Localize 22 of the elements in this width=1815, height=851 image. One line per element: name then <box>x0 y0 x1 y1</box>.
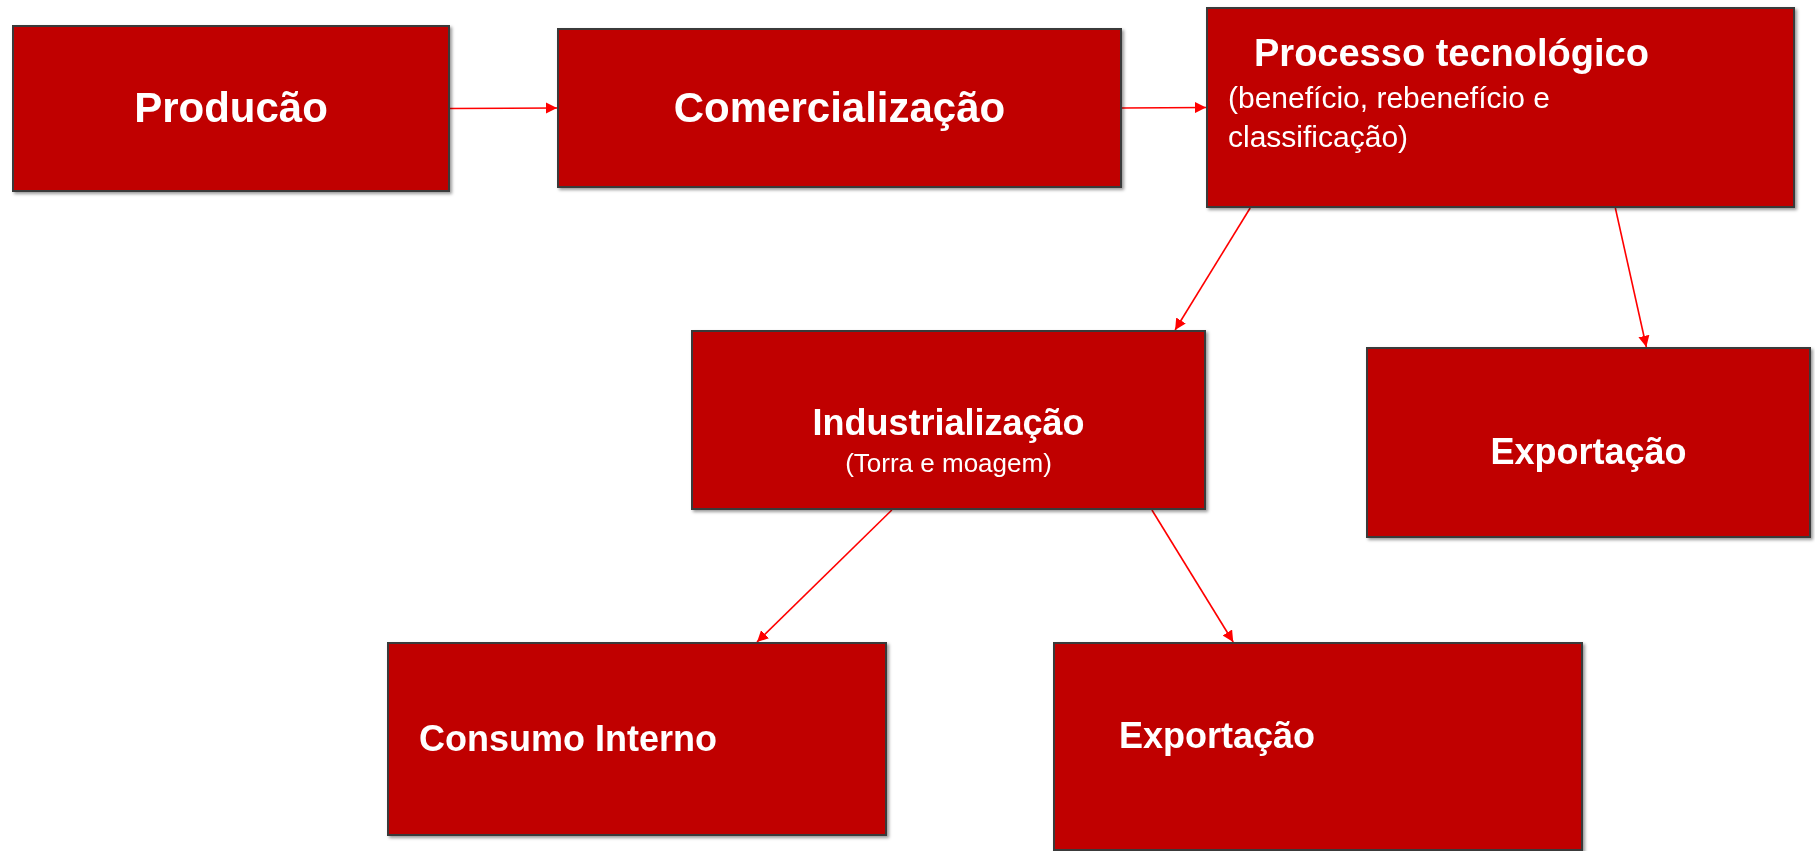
process-box <box>12 25 450 192</box>
box-title: Exportação <box>1119 714 1317 759</box>
arrow <box>1174 207 1251 331</box>
box-subtitle: (Torra e moagem) <box>844 446 1053 480</box>
box-title: Industrialização <box>811 400 1086 445</box>
box-title: Exportação <box>1489 430 1688 475</box>
box-title: Processo tecnológico <box>1253 30 1650 76</box>
box-title: Comercialização <box>672 82 1007 133</box>
box-title: Producão <box>133 83 329 134</box>
process-box <box>1206 7 1795 208</box>
process-box <box>557 28 1122 188</box>
process-box <box>1053 642 1583 851</box>
process-box <box>1366 347 1811 538</box>
arrow <box>1614 207 1650 348</box>
arrow <box>756 509 893 643</box>
arrow <box>1151 509 1234 643</box>
arrow <box>1121 101 1207 114</box>
process-box <box>387 642 887 836</box>
box-title: Consumo Interno <box>419 716 718 761</box>
arrow <box>449 102 558 114</box>
box-subtitle: (benefício, rebenefício e classificação) <box>1227 80 1551 156</box>
process-box <box>691 330 1206 510</box>
